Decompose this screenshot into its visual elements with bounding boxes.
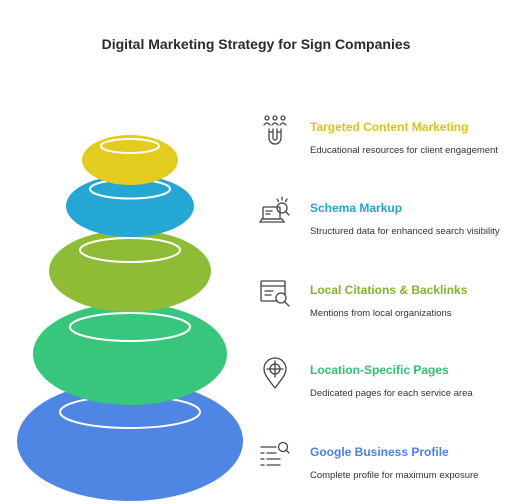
item-description: Structured data for enhanced search visi… xyxy=(310,226,500,237)
item-description: Educational resources for client engagem… xyxy=(310,145,499,156)
item-description: Complete profile for maximum exposure xyxy=(310,470,479,481)
layer-local-citations-backlinks xyxy=(49,230,211,312)
list-search-icon xyxy=(260,441,290,466)
location-pin-icon xyxy=(263,357,287,390)
layer-location-specific-pages xyxy=(33,303,227,405)
laptop-search-icon xyxy=(258,196,290,223)
item-title: Targeted Content Marketing xyxy=(310,120,469,134)
item-description: Dedicated pages for each service area xyxy=(310,388,473,399)
item-title: Local Citations & Backlinks xyxy=(310,283,468,297)
item-description: Mentions from local organizations xyxy=(310,308,452,319)
item-title: Google Business Profile xyxy=(310,445,449,459)
item-title: Schema Markup xyxy=(310,201,403,215)
diagram-title: Digital Marketing Strategy for Sign Comp… xyxy=(101,36,411,52)
layer-targeted-content-marketing xyxy=(82,135,178,185)
people-magnet-icon xyxy=(263,115,287,145)
document-search-icon xyxy=(260,280,290,307)
item-title: Location-Specific Pages xyxy=(310,363,449,377)
